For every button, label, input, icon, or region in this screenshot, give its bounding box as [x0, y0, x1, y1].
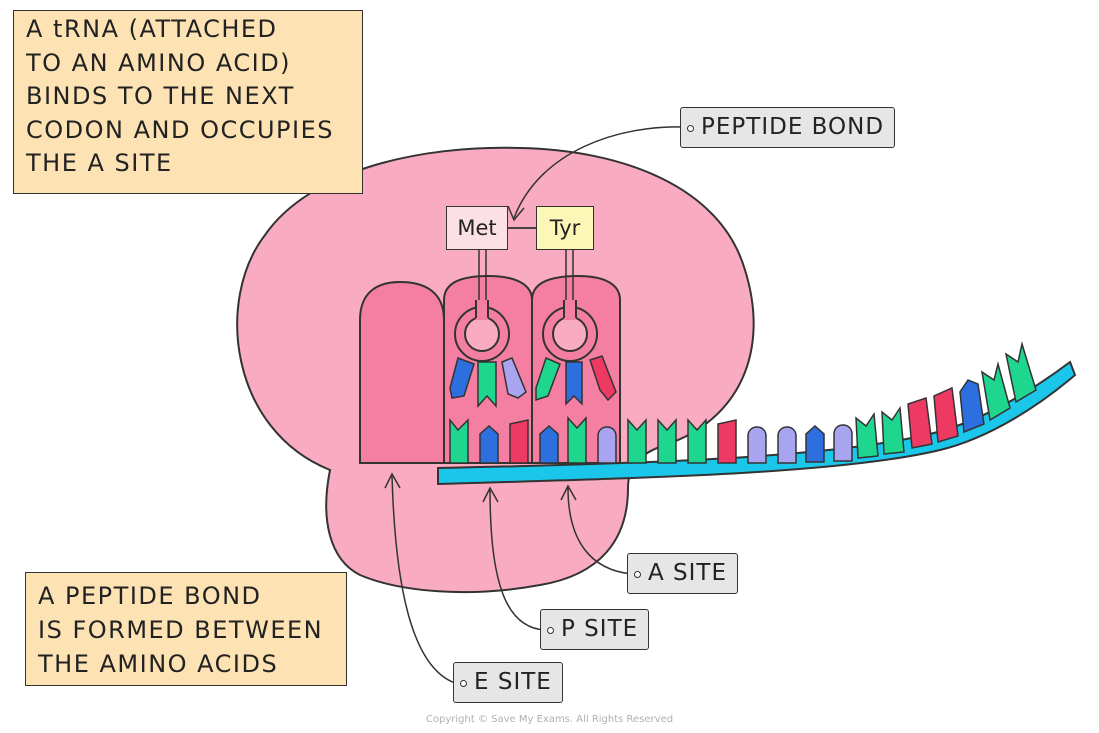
p-site-arrow	[489, 489, 546, 631]
a-site-arrowhead	[560, 484, 577, 501]
e-site-pocket	[359, 280, 445, 464]
label-text: PEPTIDE BOND	[701, 114, 885, 140]
label-peptide-bond: PEPTIDE BOND	[680, 107, 896, 148]
e-site-arrow	[391, 475, 459, 685]
note-line: THE AMINO ACIDS	[38, 650, 279, 678]
label-e-site: E SITE	[453, 662, 563, 703]
trna-tyr-loop	[542, 300, 598, 362]
note-line: TO AN AMINO ACID)	[26, 48, 292, 77]
note-line: A tRNA (ATTACHED	[26, 15, 278, 43]
amino-acid-met: Met	[446, 206, 508, 250]
mrna-codons	[449, 341, 1037, 464]
e-site-arrowhead	[384, 472, 401, 489]
label-text: A SITE	[648, 560, 728, 586]
label-text: P SITE	[561, 616, 639, 642]
note-line: BINDS TO THE NEXT	[26, 82, 295, 110]
a-site-arrow	[567, 487, 633, 575]
label-a-site: A SITE	[627, 553, 739, 594]
note-line: IS FORMED BETWEEN	[38, 616, 324, 644]
note-peptide-bond: A PEPTIDE BOND IS FORMED BETWEEN THE AMI…	[25, 572, 347, 686]
trna-tyr-anticodon	[535, 355, 617, 406]
label-text: E SITE	[474, 669, 552, 695]
trna-met-anticodon	[449, 357, 527, 408]
amino-acid-tyr: Tyr	[536, 206, 594, 250]
tag-hole-icon	[547, 627, 554, 634]
peptide-bond-arrow	[513, 126, 685, 219]
note-line: THE A SITE	[26, 149, 173, 177]
tag-hole-icon	[460, 680, 467, 687]
note-line: CODON AND OCCUPIES	[26, 115, 335, 144]
note-trna-binding: A tRNA (ATTACHED TO AN AMINO ACID) BINDS…	[13, 10, 363, 194]
label-p-site: P SITE	[540, 609, 650, 650]
p-site-arrowhead	[482, 486, 499, 503]
tag-hole-icon	[634, 571, 641, 578]
peptide-bond-arrowhead	[507, 205, 525, 222]
trna-met-loop	[454, 300, 510, 362]
note-line: A PEPTIDE BOND	[38, 582, 262, 610]
copyright-text: Copyright © Save My Exams. All Rights Re…	[425, 714, 674, 725]
tag-hole-icon	[687, 125, 694, 132]
